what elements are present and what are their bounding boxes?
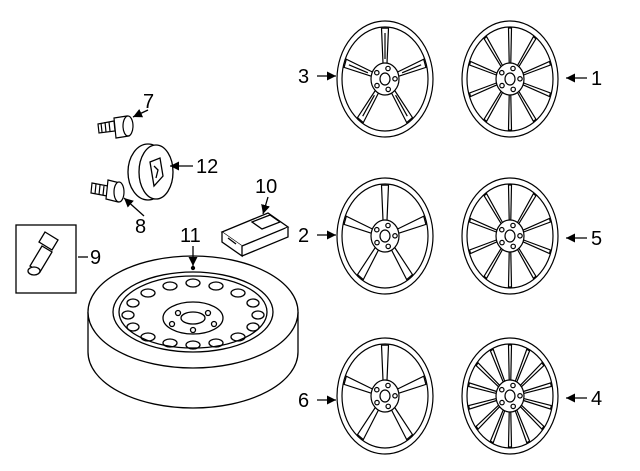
callout-1: 1 bbox=[591, 68, 602, 90]
callout-10: 10 bbox=[255, 176, 277, 198]
callout-4: 4 bbox=[591, 388, 602, 410]
callout-3: 3 bbox=[298, 66, 309, 88]
callout-12: 12 bbox=[196, 156, 218, 178]
lug-bolt-icon bbox=[90, 179, 125, 203]
callout-8: 8 bbox=[135, 216, 146, 238]
callout-6: 6 bbox=[298, 390, 309, 412]
callout-7: 7 bbox=[143, 91, 154, 113]
callout-2: 2 bbox=[298, 225, 309, 247]
multi-spoke-alloy-wheel-icon bbox=[461, 337, 559, 455]
five-spoke-alloy-wheel-icon bbox=[336, 177, 434, 295]
five-spoke-alloy-wheel-icon bbox=[336, 337, 434, 455]
center-cap-icon bbox=[127, 143, 174, 201]
callout-9: 9 bbox=[90, 247, 101, 269]
spare-wheel-icon bbox=[87, 255, 299, 409]
split-five-spoke-alloy-wheel-icon bbox=[336, 20, 434, 138]
lug-bolt-icon bbox=[97, 115, 134, 139]
valve-stem-icon bbox=[15, 224, 77, 294]
ten-spoke-alloy-wheel-icon bbox=[461, 20, 559, 138]
callout-11: 11 bbox=[180, 225, 201, 247]
tire-pressure-sensor-icon bbox=[220, 212, 290, 258]
callout-5: 5 bbox=[591, 228, 602, 250]
ten-spoke-alloy-wheel-icon bbox=[461, 177, 559, 295]
